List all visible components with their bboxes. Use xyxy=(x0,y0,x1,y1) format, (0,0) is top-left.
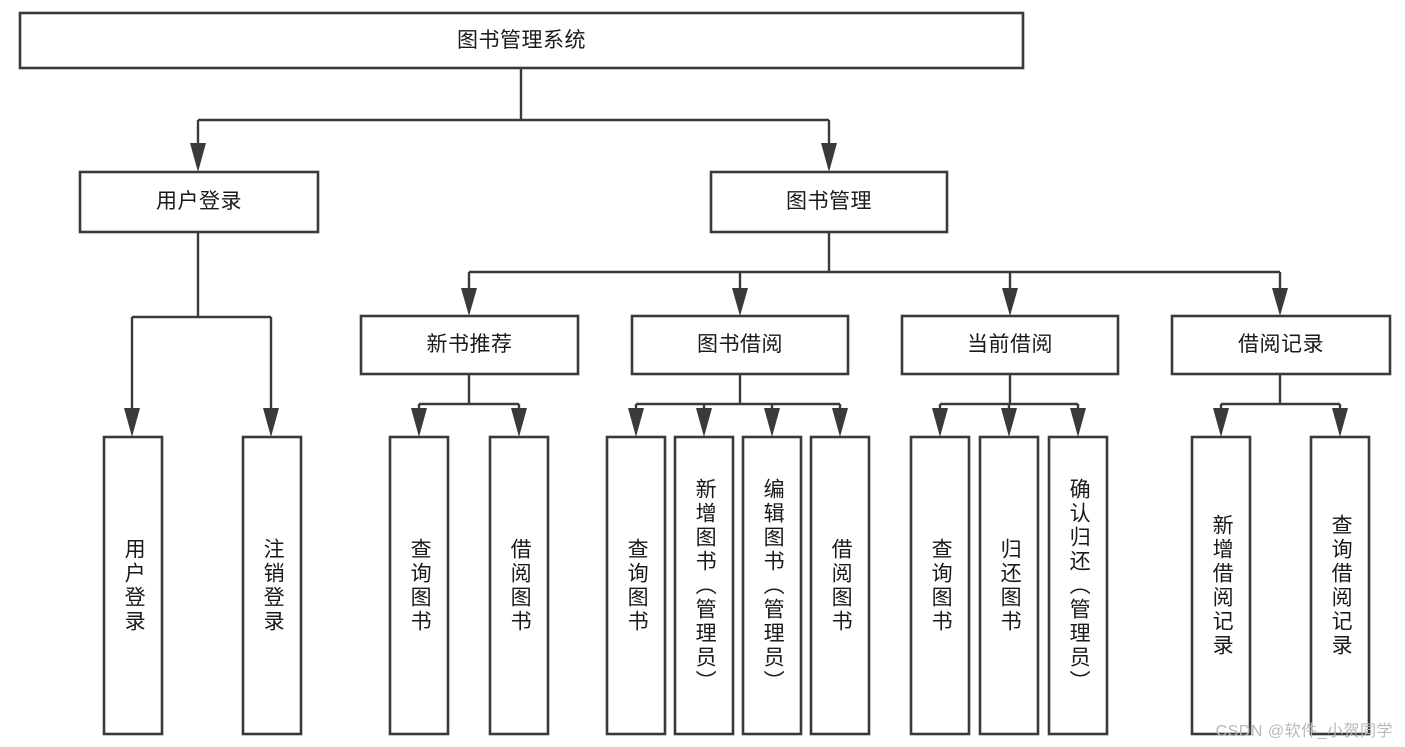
node-box-leaf-borrow-record-1[interactable] xyxy=(1190,435,1252,736)
node-box-leaf-new-book-2[interactable] xyxy=(488,435,550,736)
arrow-to-book-borrow xyxy=(732,288,748,316)
arrow-leaf-borrow-record-2 xyxy=(1332,408,1348,437)
node-box-leaf-new-book-1[interactable] xyxy=(388,435,450,736)
node-box-leaf-user-login-1[interactable] xyxy=(102,435,164,736)
connector-group-current-borrow xyxy=(932,374,1086,437)
node-box-leaf-book-borrow-2[interactable] xyxy=(673,435,735,736)
arrow-to-user-login xyxy=(190,143,206,172)
arrow-leaf-new-book-2 xyxy=(511,408,527,437)
node-box-book-mgmt[interactable] xyxy=(709,170,949,234)
arrow-to-current-borrow xyxy=(1002,288,1018,316)
node-box-user-login[interactable] xyxy=(78,170,320,234)
node-box-leaf-book-borrow-1[interactable] xyxy=(605,435,667,736)
connector-group-borrow-record xyxy=(1213,374,1348,437)
connector-group-book-mgmt xyxy=(461,232,1288,316)
node-box-new-book-recommend[interactable] xyxy=(359,314,580,376)
arrow-leaf-user-login-2 xyxy=(263,408,279,437)
node-box-leaf-borrow-record-2[interactable] xyxy=(1309,435,1371,736)
arrow-leaf-book-borrow-1 xyxy=(628,408,644,437)
node-box-borrow-record[interactable] xyxy=(1170,314,1392,376)
arrow-to-book-mgmt xyxy=(821,143,837,172)
node-box-leaf-book-borrow-3[interactable] xyxy=(741,435,803,736)
watermark-text: CSDN @软件_小贺同学 xyxy=(1215,723,1393,740)
arrow-to-borrow-record xyxy=(1272,288,1288,316)
connector-group-new-book-recommend xyxy=(411,374,527,437)
arrow-leaf-book-borrow-3 xyxy=(764,408,780,437)
arrow-leaf-current-borrow-3 xyxy=(1070,408,1086,437)
arrow-to-new-book-recommend xyxy=(461,288,477,316)
node-box-root[interactable] xyxy=(18,11,1025,70)
node-box-current-borrow[interactable] xyxy=(900,314,1120,376)
connector-group-book-borrow xyxy=(628,374,848,437)
node-box-leaf-current-borrow-3[interactable] xyxy=(1047,435,1109,736)
arrow-leaf-new-book-1 xyxy=(411,408,427,437)
node-box-book-borrow[interactable] xyxy=(630,314,850,376)
node-box-leaf-current-borrow-2[interactable] xyxy=(978,435,1040,736)
arrow-leaf-borrow-record-1 xyxy=(1213,408,1229,437)
arrow-leaf-user-login-1 xyxy=(124,408,140,437)
node-box-leaf-current-borrow-1[interactable] xyxy=(909,435,971,736)
arrow-leaf-current-borrow-2 xyxy=(1001,408,1017,437)
arrow-leaf-current-borrow-1 xyxy=(932,408,948,437)
connector-group-user-login xyxy=(124,232,279,437)
connector-group-root xyxy=(190,68,837,172)
node-box-leaf-user-login-2[interactable] xyxy=(241,435,303,736)
arrow-leaf-book-borrow-2 xyxy=(696,408,712,437)
node-box-leaf-book-borrow-4[interactable] xyxy=(809,435,871,736)
arrow-leaf-book-borrow-4 xyxy=(832,408,848,437)
